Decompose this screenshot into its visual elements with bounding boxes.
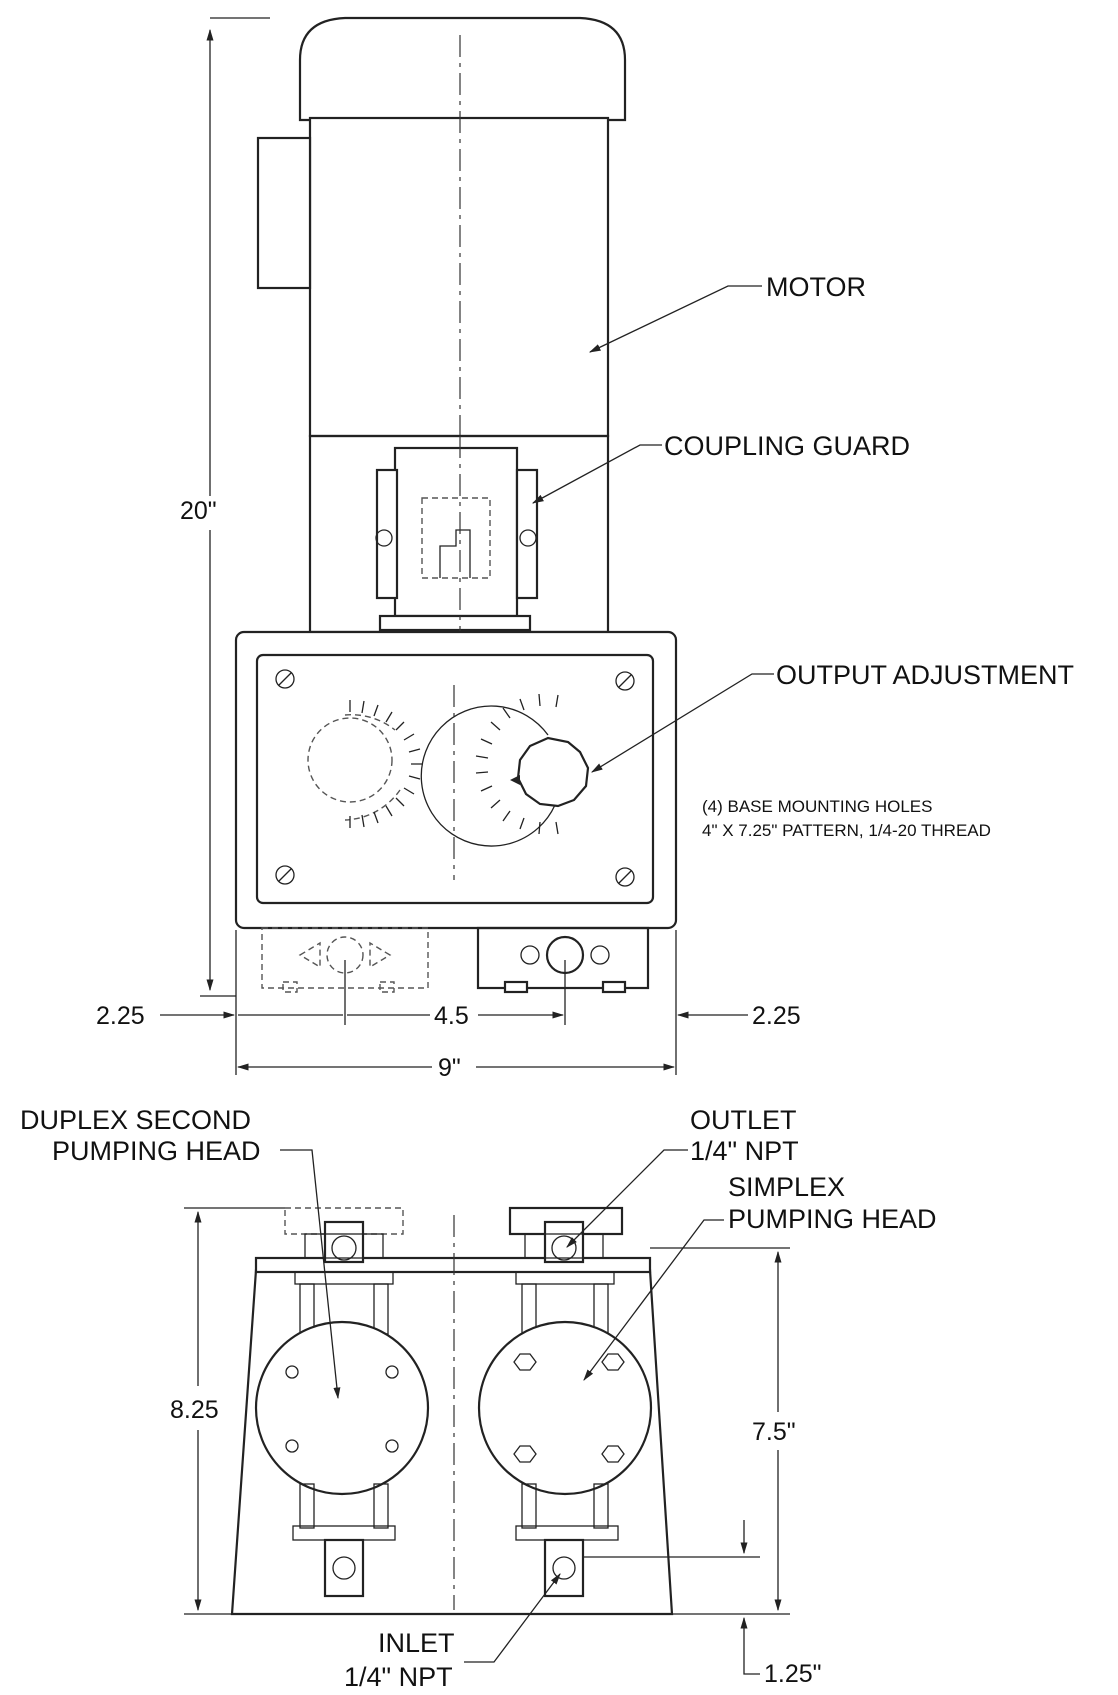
head-height-dim: 7.5" xyxy=(752,1418,796,1446)
motor-label: MOTOR xyxy=(766,272,866,302)
simplex-label-line1: SIMPLEX xyxy=(728,1172,845,1202)
duplex-dial-ghost xyxy=(307,700,423,828)
output-adjustment-label: OUTPUT ADJUSTMENT xyxy=(776,660,1074,690)
top-view-dimensions: 20" 2.25 4.5 2.25 9" xyxy=(96,17,801,1082)
coupling-guard-shape xyxy=(308,434,610,640)
mounting-note-line2: 4" X 7.25" PATTERN, 1/4-20 THREAD xyxy=(702,821,991,840)
base-height-dim: 8.25 xyxy=(170,1396,219,1424)
coupling-guard-label: COUPLING GUARD xyxy=(664,431,910,461)
top-view-labels: MOTOR COUPLING GUARD OUTPUT ADJUSTMENT (… xyxy=(531,272,1074,840)
simplex-pumping-head xyxy=(477,1206,653,1598)
left-offset-dim: 2.25 xyxy=(96,1002,145,1030)
center-spacing-dim: 4.5 xyxy=(434,1002,469,1030)
side-view-labels: DUPLEX SECOND PUMPING HEAD OUTLET 1/4" N… xyxy=(20,1105,937,1692)
duplex-label-line2: PUMPING HEAD xyxy=(52,1136,261,1166)
duplex-pumping-head xyxy=(254,1207,430,1598)
outlet-label-line2: 1/4" NPT xyxy=(690,1136,799,1166)
top-view-pump-heads xyxy=(261,926,650,994)
inlet-height-dim: 1.25" xyxy=(764,1660,822,1688)
side-view-dimensions: 8.25 7.5" 1.25" xyxy=(170,1207,822,1688)
simplex-label-line2: PUMPING HEAD xyxy=(728,1204,937,1234)
output-adjustment-dial[interactable] xyxy=(420,693,590,847)
inlet-label-line2: 1/4" NPT xyxy=(344,1662,453,1692)
overall-width-dim: 9" xyxy=(438,1054,461,1082)
inlet-label-line1: INLET xyxy=(378,1628,455,1658)
mounting-note-line1: (4) BASE MOUNTING HOLES xyxy=(702,797,932,816)
control-box xyxy=(234,630,678,930)
side-elevation-view: 8.25 7.5" 1.25" DUPLEX SECOND PUMPING HE… xyxy=(20,1105,937,1692)
outlet-label-line1: OUTLET xyxy=(690,1105,797,1135)
motor-body xyxy=(256,16,627,440)
right-offset-dim: 2.25 xyxy=(752,1002,801,1030)
overall-height-dim: 20" xyxy=(180,497,217,525)
front-elevation-view: 20" 2.25 4.5 2.25 9" MOTOR COUPLING GUAR… xyxy=(96,16,1074,1082)
duplex-label-line1: DUPLEX SECOND xyxy=(20,1105,251,1135)
